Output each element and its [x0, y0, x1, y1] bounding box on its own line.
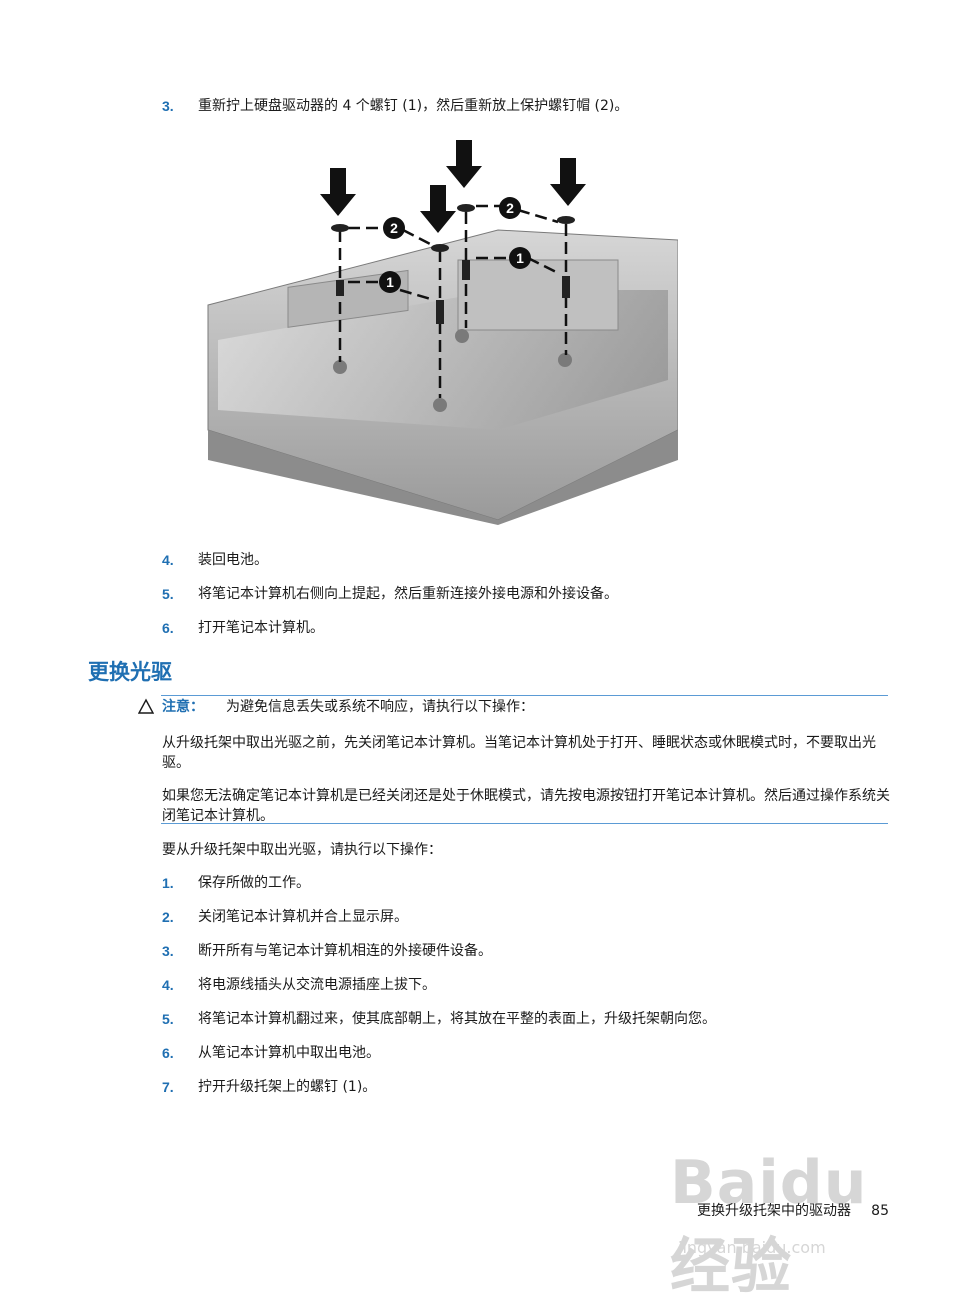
step-number: 4. — [162, 552, 174, 568]
step-number: 6. — [162, 1045, 174, 1061]
baidu-watermark: Baidu经验 jingyan.baidu.com — [670, 1130, 910, 1302]
step-number: 5. — [162, 1011, 174, 1027]
callout-1-right: 1 — [509, 247, 531, 269]
section-title: 更换光驱 — [88, 660, 172, 684]
step-number: 4. — [162, 977, 174, 993]
callout-2-left: 2 — [383, 217, 405, 239]
watermark-url: jingyan.baidu.com — [678, 1238, 826, 1257]
caution-paragraph-2: 如果您无法确定笔记本计算机是已经关闭还是处于休眠模式，请先按电源按钮打开笔记本计… — [162, 788, 890, 824]
step-number: 3. — [162, 943, 174, 959]
step-number: 6. — [162, 620, 174, 636]
caution-bottom-rule — [161, 823, 888, 824]
footer-chapter-title: 更换升级托架中的驱动器 — [697, 1203, 851, 1219]
warning-triangle-icon — [138, 698, 154, 714]
callout-label: 1 — [516, 250, 524, 266]
callout-label: 2 — [506, 200, 514, 216]
step-number: 5. — [162, 586, 174, 602]
step-text: 保存所做的工作。 — [198, 875, 310, 891]
caution-top-rule — [161, 695, 888, 696]
step-number: 1. — [162, 875, 174, 891]
step-number: 3. — [162, 98, 174, 114]
step-text: 装回电池。 — [198, 552, 268, 568]
step-text: 重新拧上硬盘驱动器的 4 个螺钉 (1)，然后重新放上保护螺钉帽 (2)。 — [198, 98, 629, 114]
step-text: 将电源线插头从交流电源插座上拔下。 — [198, 977, 436, 993]
watermark-logo: Baidu经验 — [670, 1148, 868, 1302]
step-text: 将笔记本计算机翻过来，使其底部朝上，将其放在平整的表面上，升级托架朝向您。 — [198, 1011, 716, 1027]
callout-2-right: 2 — [499, 197, 521, 219]
step-text: 打开笔记本计算机。 — [198, 620, 324, 636]
step-text: 从笔记本计算机中取出电池。 — [198, 1045, 380, 1061]
step-text: 关闭笔记本计算机并合上显示屏。 — [198, 909, 408, 925]
intro-text: 要从升级托架中取出光驱，请执行以下操作： — [162, 842, 442, 858]
callout-label: 1 — [386, 274, 394, 290]
step-number: 2. — [162, 909, 174, 925]
caution-text: 为避免信息丢失或系统不响应，请执行以下操作： — [226, 699, 534, 715]
callout-1-left: 1 — [379, 271, 401, 293]
caution-paragraph-1: 从升级托架中取出光驱之前，先关闭笔记本计算机。当笔记本计算机处于打开、睡眠状态或… — [162, 735, 876, 771]
page-number: 85 — [871, 1203, 889, 1219]
step-text: 将笔记本计算机右侧向上提起，然后重新连接外接电源和外接设备。 — [198, 586, 618, 602]
caution-label: 注意： — [162, 699, 204, 715]
step-number: 7. — [162, 1079, 174, 1095]
hard-drive-screws-illustration: 2 1 2 1 — [198, 130, 679, 530]
step-text: 拧开升级托架上的螺钉 (1)。 — [198, 1079, 377, 1095]
laptop-bottom-figure: 2 1 2 1 — [207, 140, 679, 525]
step-text: 断开所有与笔记本计算机相连的外接硬件设备。 — [198, 943, 492, 959]
callout-label: 2 — [390, 220, 398, 236]
